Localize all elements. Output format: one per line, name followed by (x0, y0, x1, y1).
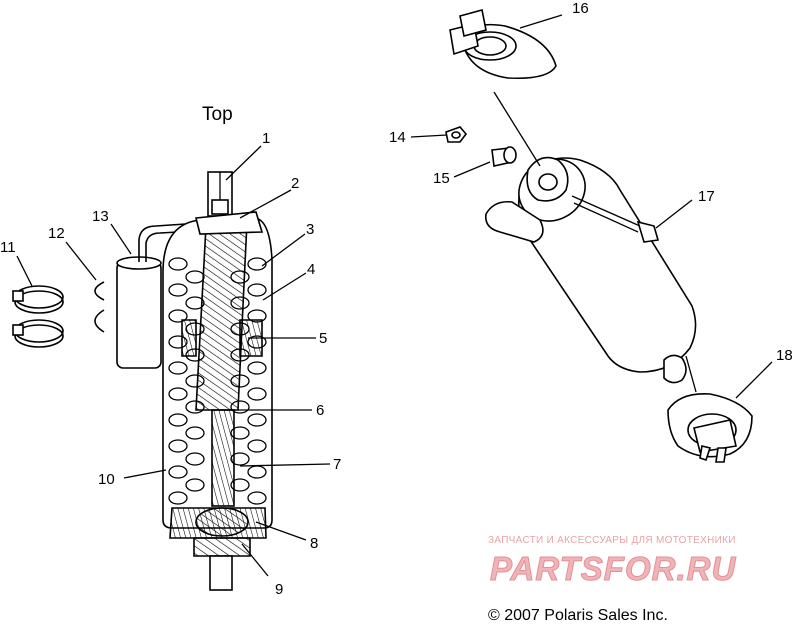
callout-16: 16 (572, 0, 589, 17)
bushing (491, 146, 517, 167)
callout-6: 6 (316, 402, 324, 419)
callout-17: 17 (698, 188, 715, 205)
callout-15: 15 (433, 170, 450, 187)
watermark-tagline: ЗАПЧАСТИ И АКСЕССУАРЫ ДЛЯ МОТОТЕХНИКИ (488, 535, 736, 546)
callout-3: 3 (306, 221, 314, 238)
shock-cutaway (116, 171, 273, 591)
assembled-reservoir (484, 200, 544, 243)
reservoir-hose (138, 221, 216, 262)
piston-rod (211, 409, 235, 507)
copyright-text: © 2007 Polaris Sales Inc. (488, 607, 668, 624)
shock-assembled (445, 9, 753, 463)
mounting-bolt (571, 195, 660, 243)
callout-8: 8 (310, 535, 318, 552)
lock-nut (445, 126, 468, 143)
callout-2: 2 (291, 175, 299, 192)
bottom-rod-end (209, 555, 233, 591)
top-label: Top (202, 104, 233, 125)
assembled-bottom-eyelet (663, 354, 687, 384)
callout-10: 10 (98, 471, 115, 488)
hose-clamps (12, 285, 64, 348)
callout-4: 4 (307, 261, 315, 278)
spring-cup-lower (667, 393, 753, 463)
callout-labels: 1 2 3 4 5 6 7 8 9 10 11 12 13 14 15 16 1… (0, 0, 793, 598)
bottom-eyelet (193, 537, 251, 557)
callout-1: 1 (262, 130, 270, 147)
callout-5: 5 (319, 330, 327, 347)
callout-7: 7 (333, 456, 341, 473)
callout-13: 13 (92, 208, 109, 225)
leader-lines (16, 14, 773, 577)
top-cap (194, 211, 264, 235)
watermark-logo: PARTSFOR.RU (490, 550, 736, 587)
callout-11: 11 (0, 239, 16, 256)
callout-12: 12 (48, 225, 65, 242)
watermark: ЗАПЧАСТИ И АКСЕССУАРЫ ДЛЯ МОТОТЕХНИКИ PA… (488, 535, 736, 588)
retaining-rings (94, 281, 105, 333)
reservoir-canister (116, 261, 162, 369)
callout-18: 18 (776, 347, 793, 364)
callout-14: 14 (389, 129, 406, 146)
spring-cup-upper (449, 9, 557, 80)
callout-9: 9 (275, 581, 283, 598)
